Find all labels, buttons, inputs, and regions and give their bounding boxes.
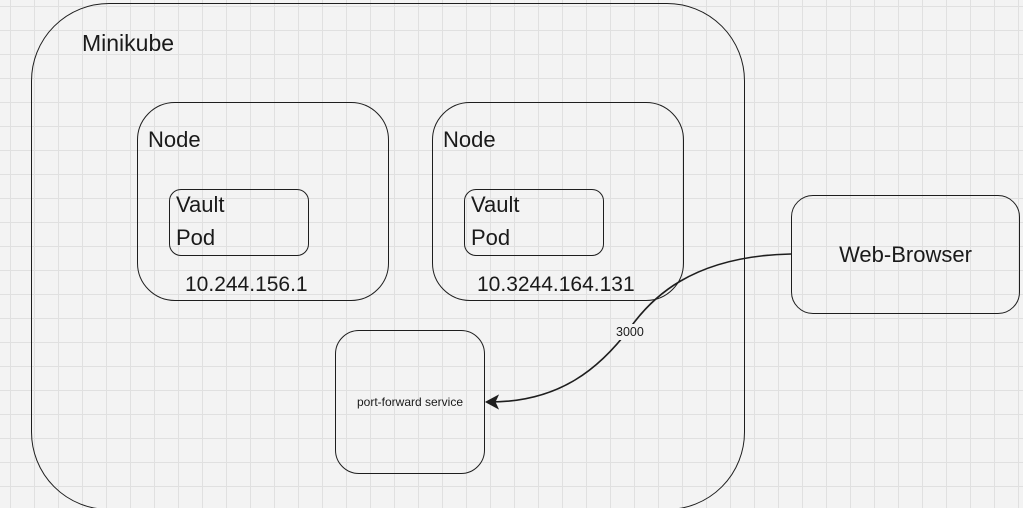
node-title: Node bbox=[443, 127, 496, 152]
arrowhead-icon bbox=[484, 394, 500, 410]
vault-pod-box: Vault Pod bbox=[464, 189, 604, 256]
minikube-cluster-box bbox=[31, 3, 745, 508]
web-browser-box: Web-Browser bbox=[791, 195, 1020, 314]
port-forward-service-box: port-forward service bbox=[335, 330, 485, 474]
web-browser-label: Web-Browser bbox=[839, 242, 972, 267]
connection-port-label: 3000 bbox=[612, 324, 648, 340]
minikube-label: Minikube bbox=[82, 30, 175, 56]
vault-pod-box: Vault Pod bbox=[169, 189, 309, 256]
node-box-1: Node Vault Pod 10.244.156.1 bbox=[137, 102, 389, 301]
node-ip-label: 10.244.156.1 bbox=[185, 273, 308, 296]
pod-label-line2: Pod bbox=[176, 225, 216, 250]
node-ip-label: 10.3244.164.131 bbox=[477, 273, 635, 296]
node-title: Node bbox=[148, 127, 201, 152]
pod-label-line1: Vault bbox=[471, 192, 520, 217]
pod-label-line1: Vault bbox=[176, 192, 225, 217]
pod-label-line2: Pod bbox=[471, 225, 511, 250]
port-forward-service-label: port-forward service bbox=[356, 395, 464, 409]
node-box-2: Node Vault Pod 10.3244.164.131 bbox=[432, 102, 684, 301]
